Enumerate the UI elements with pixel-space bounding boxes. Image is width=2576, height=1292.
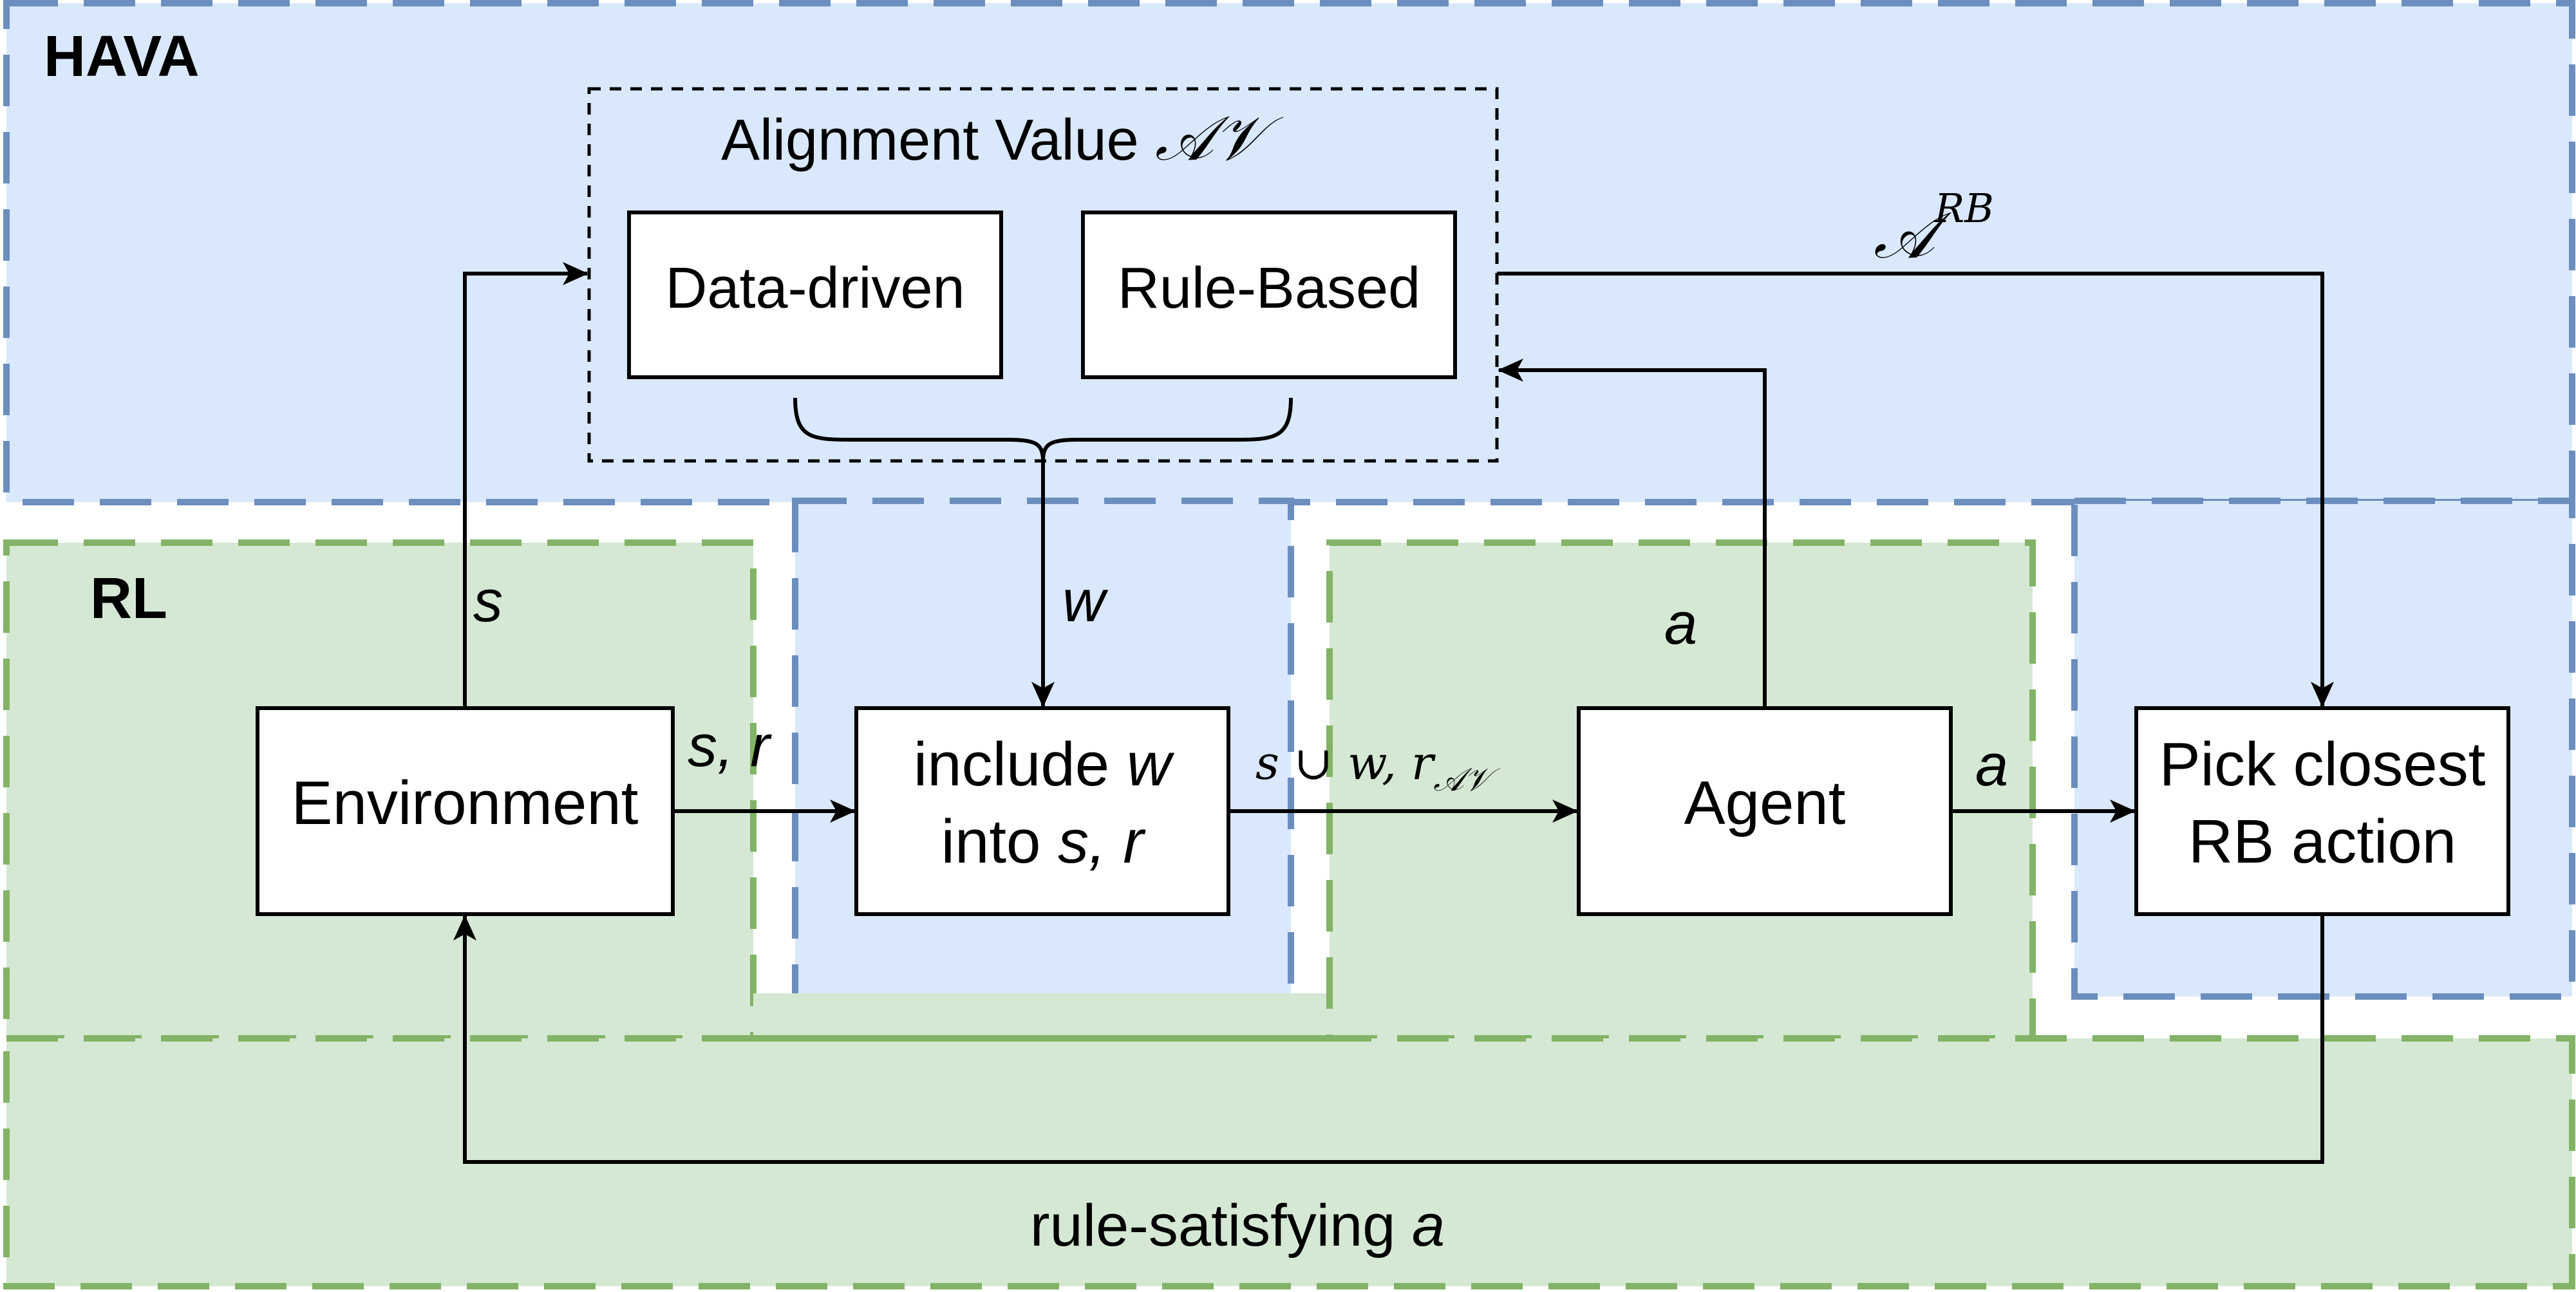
data-driven-box [627, 211, 1003, 379]
pick-closest-line1: Pick closest [2159, 730, 2486, 799]
hava-label: HAVA [44, 24, 200, 89]
agent-label: Agent [1684, 769, 1846, 838]
rl-label: RL [90, 566, 167, 631]
agent-node [1577, 706, 1953, 916]
data-driven-label: Data-driven [665, 256, 964, 321]
edge-label-a-up: a [1664, 591, 1697, 657]
edge-label-r-subscript: 𝒜𝒱 [1433, 761, 1500, 798]
include-w-line2: into s, r [941, 807, 1147, 876]
rule-based-label: Rule-Based [1118, 256, 1420, 321]
edge-label-a-right: a [1975, 733, 2008, 798]
edge-pick-to-env [453, 914, 2324, 1164]
edge-label-s-up: s [473, 568, 503, 634]
edge-label-rule-satisfying: rule-satisfying a [1030, 1193, 1445, 1259]
environment-node [256, 706, 675, 916]
include-w-node [854, 706, 1230, 916]
alignment-value-symbol: 𝒜𝒱 [1155, 102, 1284, 174]
edge-label-s-union-w: s ∪ w, r𝒜𝒱 [1255, 736, 1501, 798]
edge-label-arb-sup: RB [1934, 185, 1994, 232]
edge-label-s-r: s, r [688, 713, 772, 779]
environment-label: Environment [292, 769, 639, 838]
alignment-value-title: Alignment Value 𝒜𝒱 [721, 102, 1284, 174]
pick-closest-node [2134, 706, 2510, 916]
edge-env-to-av [463, 262, 588, 708]
edge-agent-to-av [1498, 359, 1767, 708]
rl-region-middle [753, 993, 1330, 1038]
include-w-line1: include w [914, 730, 1175, 799]
edge-rb-to-pick [1497, 272, 2334, 707]
edge-label-w: w [1062, 568, 1109, 634]
pick-closest-line2: RB action [2188, 807, 2456, 876]
rule-based-box [1081, 211, 1457, 379]
